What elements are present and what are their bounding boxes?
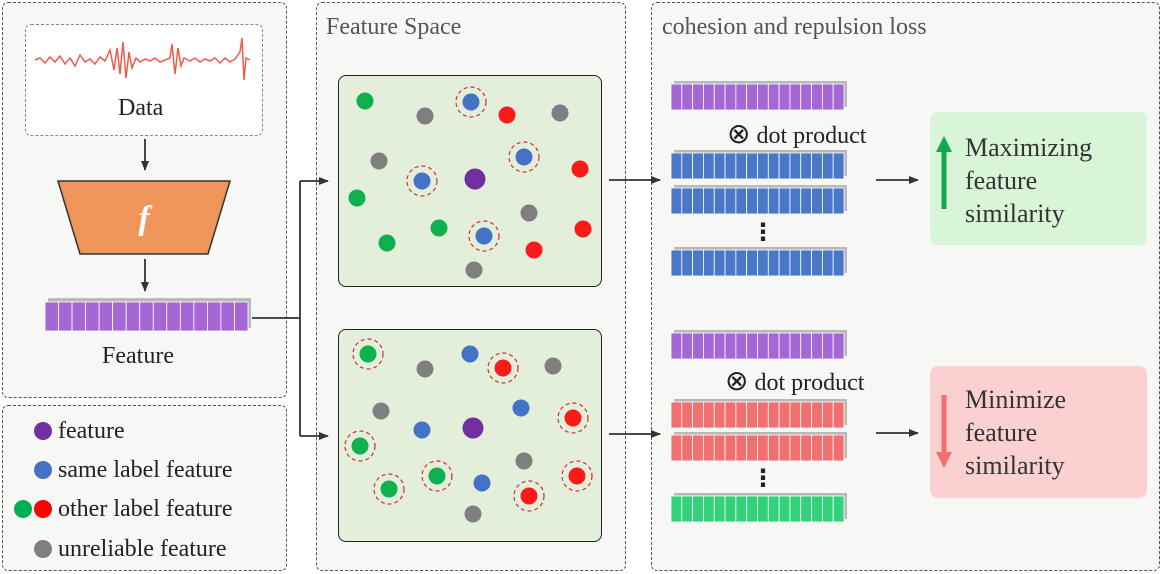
selection-ring	[557, 402, 589, 434]
legend-item-feature: feature	[34, 416, 125, 446]
unreliable-dot	[465, 261, 483, 279]
unreliable-dot	[370, 152, 388, 170]
dot-product-label-bottom: ⊗ dot product	[725, 364, 865, 397]
vector-positive-2	[670, 185, 847, 215]
selection-ring	[468, 220, 500, 252]
selection-ring	[508, 141, 540, 173]
red-feature-dot	[564, 409, 582, 427]
green-feature-dot	[356, 92, 374, 110]
green-feature-dot	[359, 345, 377, 363]
red-feature-dot	[571, 160, 589, 178]
selection-ring	[455, 86, 487, 118]
vector-anchor-top	[670, 81, 847, 111]
red-feature-dot	[520, 487, 538, 505]
red-feature-dot	[498, 106, 516, 124]
vector-anchor-bottom	[670, 330, 847, 360]
green-feature-dot	[428, 467, 446, 485]
legend-label: same label feature	[58, 456, 233, 483]
data-box	[25, 24, 263, 136]
selection-ring	[373, 473, 405, 505]
unreliable-dot	[464, 505, 482, 523]
legend-dot-gray	[34, 540, 52, 558]
selection-ring	[513, 480, 545, 512]
legend-item-unreliable: unreliable feature	[34, 534, 227, 564]
ellipsis-bottom: ⋮	[751, 464, 775, 492]
same-label-dot	[462, 93, 480, 111]
same-label-dot	[413, 421, 431, 439]
green-feature-dot	[380, 480, 398, 498]
green-feature-dot	[430, 219, 448, 237]
branch-connector	[252, 181, 301, 436]
legend-label: other label feature	[58, 495, 233, 522]
ellipsis-top: ⋮	[751, 218, 775, 246]
arrow-down-icon	[936, 395, 952, 468]
red-feature-dot	[574, 220, 592, 238]
selection-ring	[421, 460, 453, 492]
legend-dot-purple	[34, 422, 52, 440]
unreliable-dot	[416, 360, 434, 378]
green-feature-dot	[348, 189, 366, 207]
green-feature-dot	[378, 234, 396, 252]
otimes-icon: ⊗	[725, 364, 749, 397]
unreliable-dot	[372, 402, 390, 420]
same-label-dot	[473, 474, 491, 492]
selection-ring	[344, 430, 376, 462]
otimes-icon: ⊗	[727, 117, 751, 150]
arrow-up-icon	[936, 136, 952, 209]
red-feature-dot	[525, 241, 543, 259]
same-label-dot	[413, 172, 431, 190]
dot-product-label-top: ⊗ dot product	[727, 117, 867, 150]
same-label-dot	[515, 148, 533, 166]
feature-space-title: Feature Space	[326, 14, 462, 40]
encoder-f	[56, 180, 232, 255]
red-feature-dot	[494, 359, 512, 377]
selection-ring	[561, 460, 593, 492]
waveform-signal	[34, 37, 251, 81]
selection-ring	[352, 338, 384, 370]
unreliable-dot	[551, 104, 569, 122]
anchor-feature-dot	[464, 168, 486, 190]
vector-positive-1	[670, 150, 847, 180]
encoder-symbol: f	[138, 200, 153, 237]
minimize-box	[930, 366, 1147, 498]
selection-ring	[406, 165, 438, 197]
maximize-box	[930, 112, 1147, 245]
vector-negative-n	[670, 493, 847, 523]
minimize-text: Minimize feature similarity	[965, 385, 1067, 480]
vector-negative-2	[670, 432, 847, 462]
legend-dot-blue	[34, 461, 52, 479]
legend-dot-red	[34, 500, 52, 518]
legend-item-same-label: same label feature	[34, 455, 233, 485]
legend-item-other-label: other label feature	[14, 494, 233, 524]
unreliable-dot	[544, 357, 562, 375]
legend-dot-green	[14, 500, 32, 518]
vector-positive-n	[670, 247, 847, 277]
selection-ring	[487, 352, 519, 384]
feature-label: Feature	[102, 343, 174, 369]
same-label-dot	[461, 345, 479, 363]
vector-negative-1	[670, 399, 847, 429]
anchor-feature-dot	[462, 417, 484, 439]
feature-vector-cells	[44, 299, 251, 332]
unreliable-dot	[515, 452, 533, 470]
unreliable-dot	[520, 204, 538, 222]
data-label: Data	[118, 95, 164, 121]
loss-panel-title: cohesion and repulsion loss	[662, 14, 927, 40]
red-feature-dot	[568, 467, 586, 485]
legend-label: feature	[58, 417, 125, 444]
maximize-text: Maximizing feature similarity	[965, 133, 1093, 228]
legend-label: unreliable feature	[58, 535, 227, 562]
same-label-dot	[475, 227, 493, 245]
unreliable-dot	[416, 107, 434, 125]
green-feature-dot	[351, 437, 369, 455]
feature-space-top-dots	[348, 86, 592, 279]
same-label-dot	[512, 399, 530, 417]
feature-vector	[44, 298, 251, 332]
feature-space-bottom-dots	[344, 338, 593, 523]
